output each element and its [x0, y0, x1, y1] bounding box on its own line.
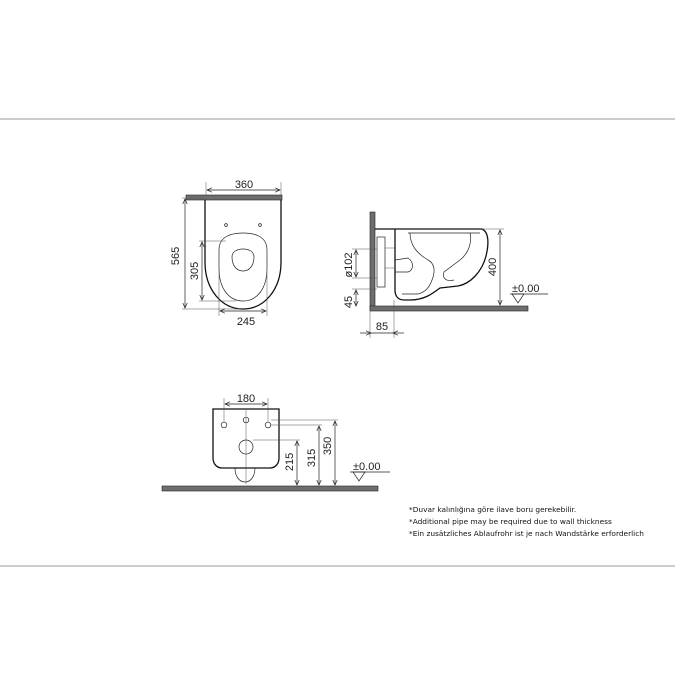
top-view-bowl-outline — [204, 200, 282, 310]
front-view: 180 215 315 350 ±0.00 — [161, 393, 390, 492]
top-view-seat-hole-right — [258, 223, 262, 227]
front-bolt-hole-right — [264, 421, 272, 429]
front-level-marker — [352, 471, 366, 482]
side-view-bowl-interior — [402, 232, 435, 295]
side-view: ø102 45 400 ±0.00 85 — [343, 211, 548, 338]
dim-215-label: 215 — [284, 453, 296, 471]
side-view-wall — [369, 211, 376, 311]
dim-565-label: 565 — [170, 247, 182, 265]
note-english: *Additional pipe may be required due to … — [409, 517, 612, 526]
top-view-seat-hole-left — [224, 223, 228, 227]
top-view-inner-rim — [218, 232, 268, 302]
side-view-floor — [369, 305, 529, 312]
dim-360-label: 360 — [235, 179, 253, 191]
notes-block: *Duvar kalınlığına göre ilave boru gerek… — [409, 505, 644, 538]
front-view-floor — [161, 485, 379, 492]
dim-d102-label: ø102 — [343, 252, 355, 277]
note-german: *Ein zusätzliches Ablaufrohr ist je nach… — [409, 529, 644, 538]
side-view-inlet-pipe — [376, 236, 386, 288]
dim-85-label: 85 — [376, 321, 388, 333]
front-view-outlet — [234, 467, 256, 483]
dim-350-label: 350 — [322, 437, 334, 455]
dim-400-label: 400 — [487, 258, 499, 276]
side-level-marker — [511, 293, 525, 304]
top-view: 360 565 305 245 — [170, 179, 283, 328]
note-turkish: *Duvar kalınlığına göre ilave boru gerek… — [409, 505, 576, 514]
top-view-bowl-opening — [231, 248, 255, 272]
side-level-label: ±0.00 — [512, 283, 539, 295]
front-view-body-outline — [212, 408, 280, 469]
dim-180-label: 180 — [237, 393, 255, 405]
dim-45-label: 45 — [343, 296, 355, 308]
dim-315-label: 315 — [306, 449, 318, 467]
dim-305-label: 305 — [189, 262, 201, 280]
front-level-label: ±0.00 — [353, 461, 380, 473]
side-view-body-outline — [394, 228, 489, 301]
side-view-bowl-rim — [443, 232, 472, 281]
dim-245-label: 245 — [237, 316, 255, 328]
front-bolt-hole-left — [220, 421, 228, 429]
top-view-wall — [185, 194, 283, 201]
side-view-siphon — [394, 257, 413, 273]
